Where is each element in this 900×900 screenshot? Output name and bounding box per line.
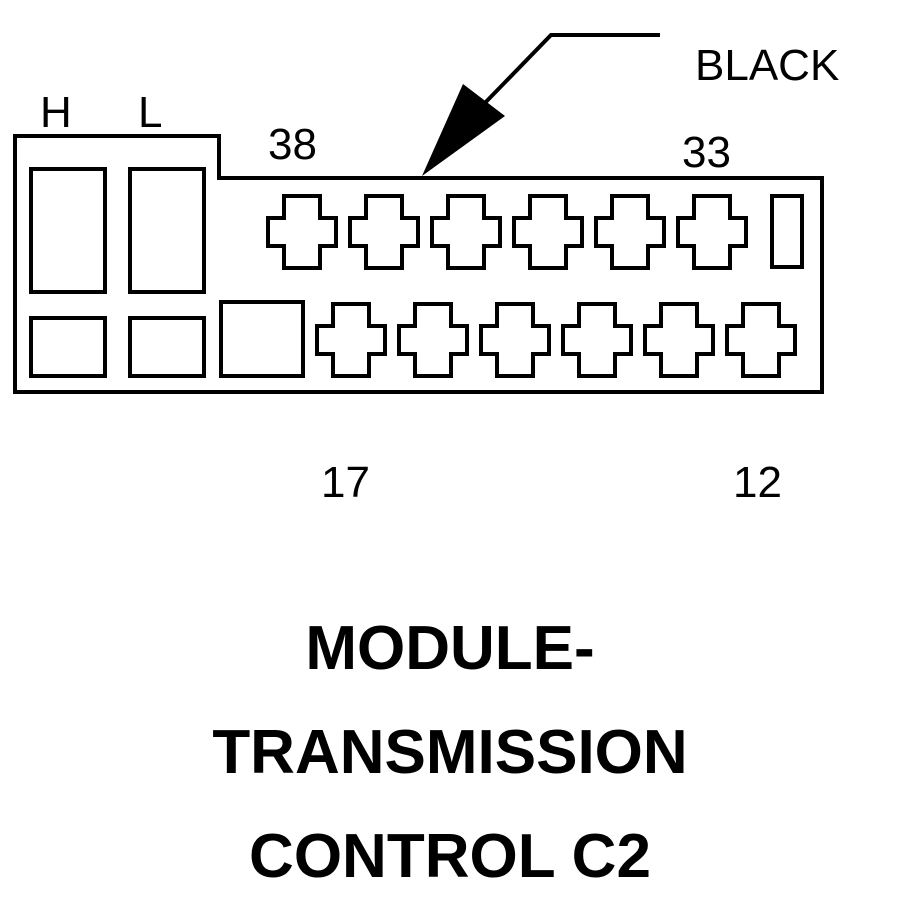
cavity-label-h: H	[40, 88, 72, 137]
cavity-l	[128, 167, 206, 294]
cavity-lower-left-2	[128, 316, 206, 378]
pin-label-12: 12	[733, 458, 782, 507]
upper-terminal-1	[266, 194, 338, 270]
pin-label-33: 33	[682, 128, 731, 177]
upper-terminal-row	[266, 194, 748, 270]
upper-terminal-5	[594, 194, 666, 270]
color-label: BLACK	[695, 41, 839, 90]
lower-terminal-6	[725, 302, 797, 378]
lower-terminal-1	[315, 302, 387, 378]
cavity-label-l: L	[138, 88, 162, 137]
lower-terminal-4	[561, 302, 633, 378]
cavity-lower-left-1	[29, 316, 107, 378]
title-line-3: CONTROL C2	[249, 822, 651, 891]
upper-terminal-3	[430, 194, 502, 270]
lower-terminal-5	[643, 302, 715, 378]
pin-label-38: 38	[268, 120, 317, 169]
pin-label-17: 17	[321, 458, 370, 507]
title-line-2: TRANSMISSION	[212, 718, 688, 787]
upper-terminal-2	[348, 194, 420, 270]
pointer-line	[478, 33, 660, 110]
upper-terminal-4	[512, 194, 584, 270]
lower-terminal-3	[479, 302, 551, 378]
lower-terminal-2	[397, 302, 469, 378]
title-line-1: MODULE-	[305, 614, 595, 683]
pointer-arrowhead	[422, 84, 505, 176]
upper-terminal-6	[676, 194, 748, 270]
cavity-lower-left-3	[219, 300, 305, 378]
lower-terminal-row	[315, 302, 797, 378]
cavity-end-slot	[770, 194, 804, 269]
cavity-h	[29, 167, 107, 294]
